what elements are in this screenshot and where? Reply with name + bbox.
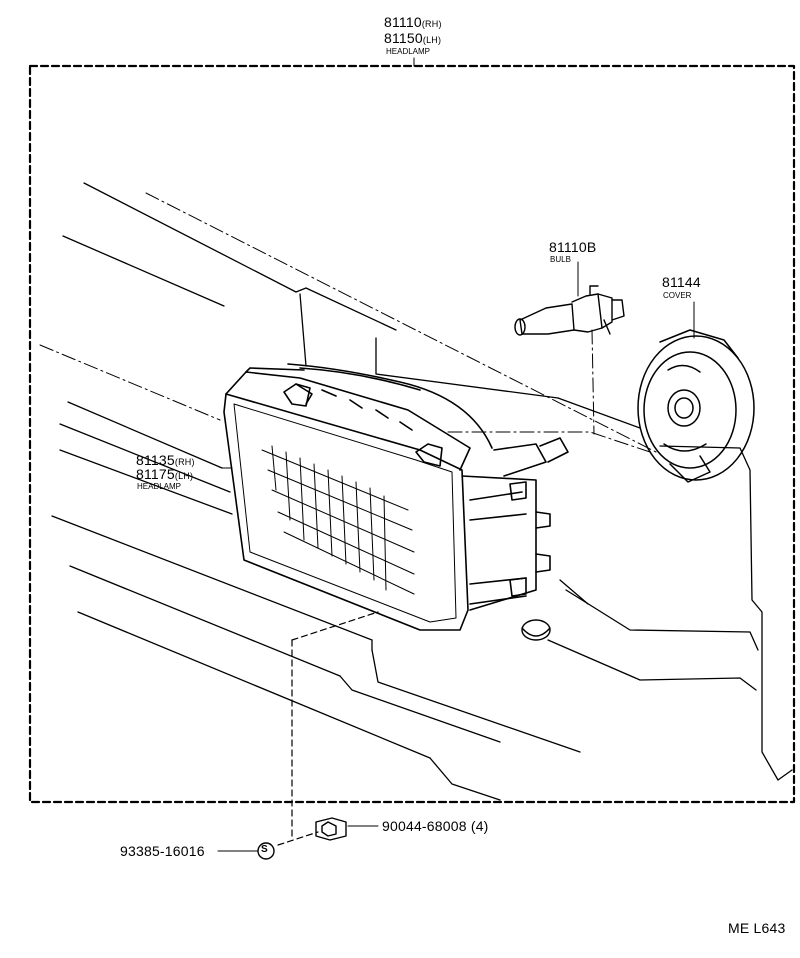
- vehicle-body-panel: [51, 182, 793, 801]
- assembly-part-rh-number: 81110: [384, 14, 422, 30]
- assembly-name: HEADLAMP: [386, 47, 431, 56]
- assembly-suffix-lh: (LH): [422, 35, 442, 45]
- cover-name: COVER: [663, 291, 692, 300]
- bulb-name: BULB: [550, 255, 571, 264]
- lens-prism-pattern: [261, 445, 415, 595]
- cover-81144: [637, 329, 755, 483]
- headlamp-unit: [223, 363, 569, 631]
- cover-part-number: 81144: [662, 274, 701, 290]
- installation-path: [277, 611, 379, 846]
- washer-part-number: 93385-16016: [120, 843, 205, 859]
- unit-part-rh-number: 81135: [136, 452, 175, 468]
- assembly-part-lh: 81150(LH): [384, 30, 441, 46]
- body-grommet: [521, 619, 551, 641]
- assembly-suffix-rh: (RH): [421, 19, 442, 29]
- screw-90044: [315, 817, 347, 841]
- assembly-boundary: [28, 64, 796, 804]
- bulb-part-number: 81110B: [549, 239, 597, 255]
- assembly-part-rh: 81110(RH): [384, 14, 442, 30]
- unit-suffix-rh: (RH): [174, 457, 195, 467]
- unit-name: HEADLAMP: [137, 482, 182, 491]
- unit-part-lh: 81175(LH): [136, 466, 193, 482]
- washer-symbol: S: [261, 844, 268, 855]
- unit-part-lh-number: 81175: [136, 466, 175, 482]
- bulb-81110b: [514, 285, 625, 336]
- screw-label: 90044-68008 (4): [382, 818, 489, 834]
- assembly-part-lh-number: 81150: [384, 30, 423, 46]
- screw-part-number: 90044-68008: [382, 818, 467, 834]
- figure-code: ME L643: [728, 920, 786, 936]
- alignment-centerlines: [39, 192, 657, 453]
- unit-suffix-lh: (LH): [174, 471, 194, 481]
- screw-quantity: (4): [470, 818, 489, 834]
- unit-part-rh: 81135(RH): [136, 452, 195, 468]
